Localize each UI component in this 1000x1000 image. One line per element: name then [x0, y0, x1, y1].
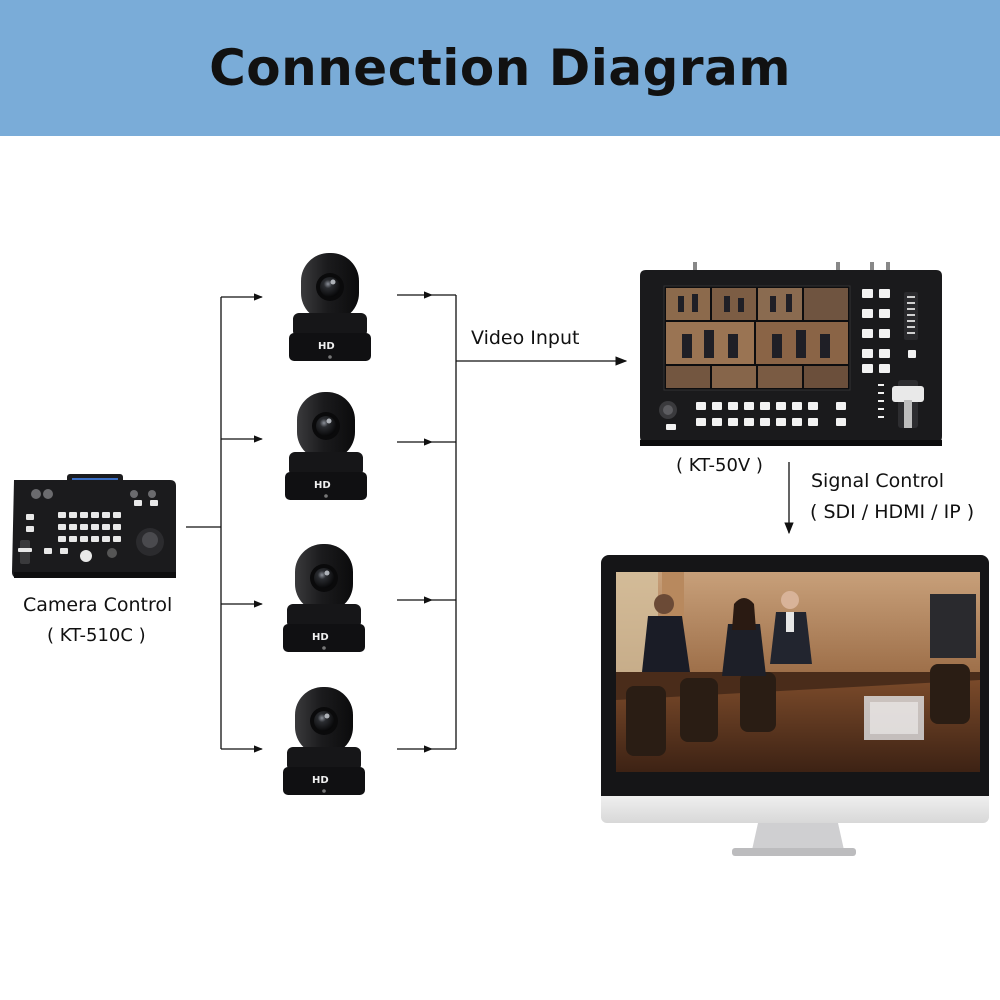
- controller-model: ( KT-510C ): [47, 625, 146, 646]
- ptz-camera-1: [289, 253, 371, 361]
- video-links: [397, 291, 628, 753]
- ptz-camera-4: [283, 687, 365, 795]
- camera-3-badge: HD: [312, 632, 329, 643]
- camera-4-badge: HD: [312, 775, 329, 786]
- signal-types-label: ( SDI / HDMI / IP ): [810, 501, 975, 523]
- switcher-model: ( KT-50V ): [676, 455, 763, 476]
- signal-control-label: Signal Control: [811, 470, 945, 492]
- controller-name: Camera Control: [23, 594, 173, 616]
- camera-1-badge: HD: [318, 341, 335, 352]
- video-switcher-device: [640, 262, 942, 446]
- ptz-camera-2: [285, 392, 367, 500]
- page-title: Connection Diagram: [209, 39, 791, 97]
- camera-2-badge: HD: [314, 480, 331, 491]
- controller-links: [186, 293, 263, 753]
- camera-controller-device: [12, 474, 176, 578]
- header-banner: Connection Diagram: [0, 0, 1000, 136]
- monitor-device: [601, 555, 989, 856]
- video-input-label: Video Input: [471, 327, 580, 349]
- ptz-camera-3: [283, 544, 365, 652]
